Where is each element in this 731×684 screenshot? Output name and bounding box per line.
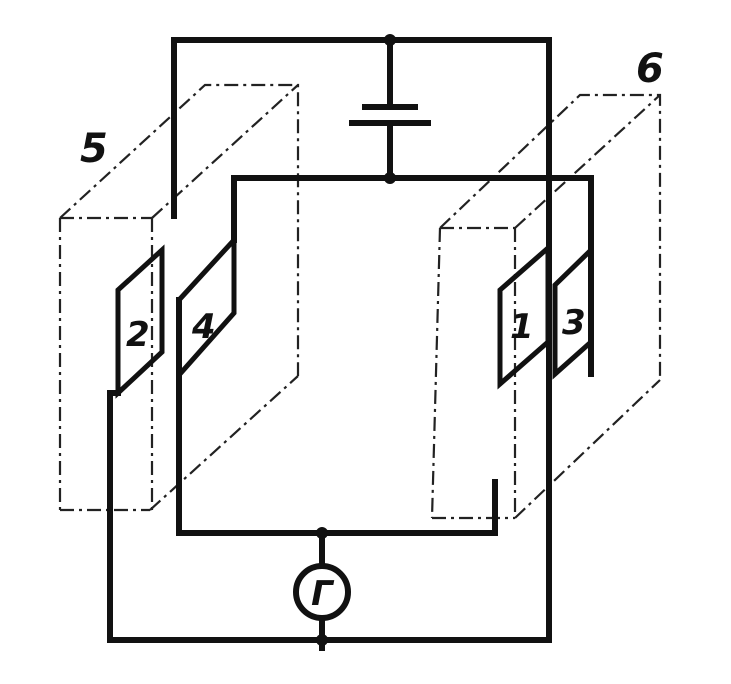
label-box-6: 6: [636, 46, 664, 92]
label-plate-4: 4: [191, 307, 216, 347]
junction-node-inner-bottom: [316, 527, 328, 539]
capacitor: [349, 104, 431, 126]
junction-node-top: [384, 34, 396, 46]
label-box-5: 5: [80, 126, 108, 172]
label-plate-1: 1: [510, 307, 534, 347]
label-plate-3: 3: [562, 303, 586, 343]
plate-4: [176, 233, 237, 382]
plate-3: [552, 244, 594, 380]
label-plate-2: 2: [126, 315, 150, 355]
galvanometer-symbol: [293, 563, 351, 621]
circuit-wires: [107, 37, 594, 651]
plate-2: [115, 244, 165, 399]
plate-1: [497, 242, 551, 390]
junction-node-bottom: [316, 634, 328, 646]
junction-node-inner-top: [384, 172, 396, 184]
label-galvanometer: Г: [311, 574, 335, 614]
